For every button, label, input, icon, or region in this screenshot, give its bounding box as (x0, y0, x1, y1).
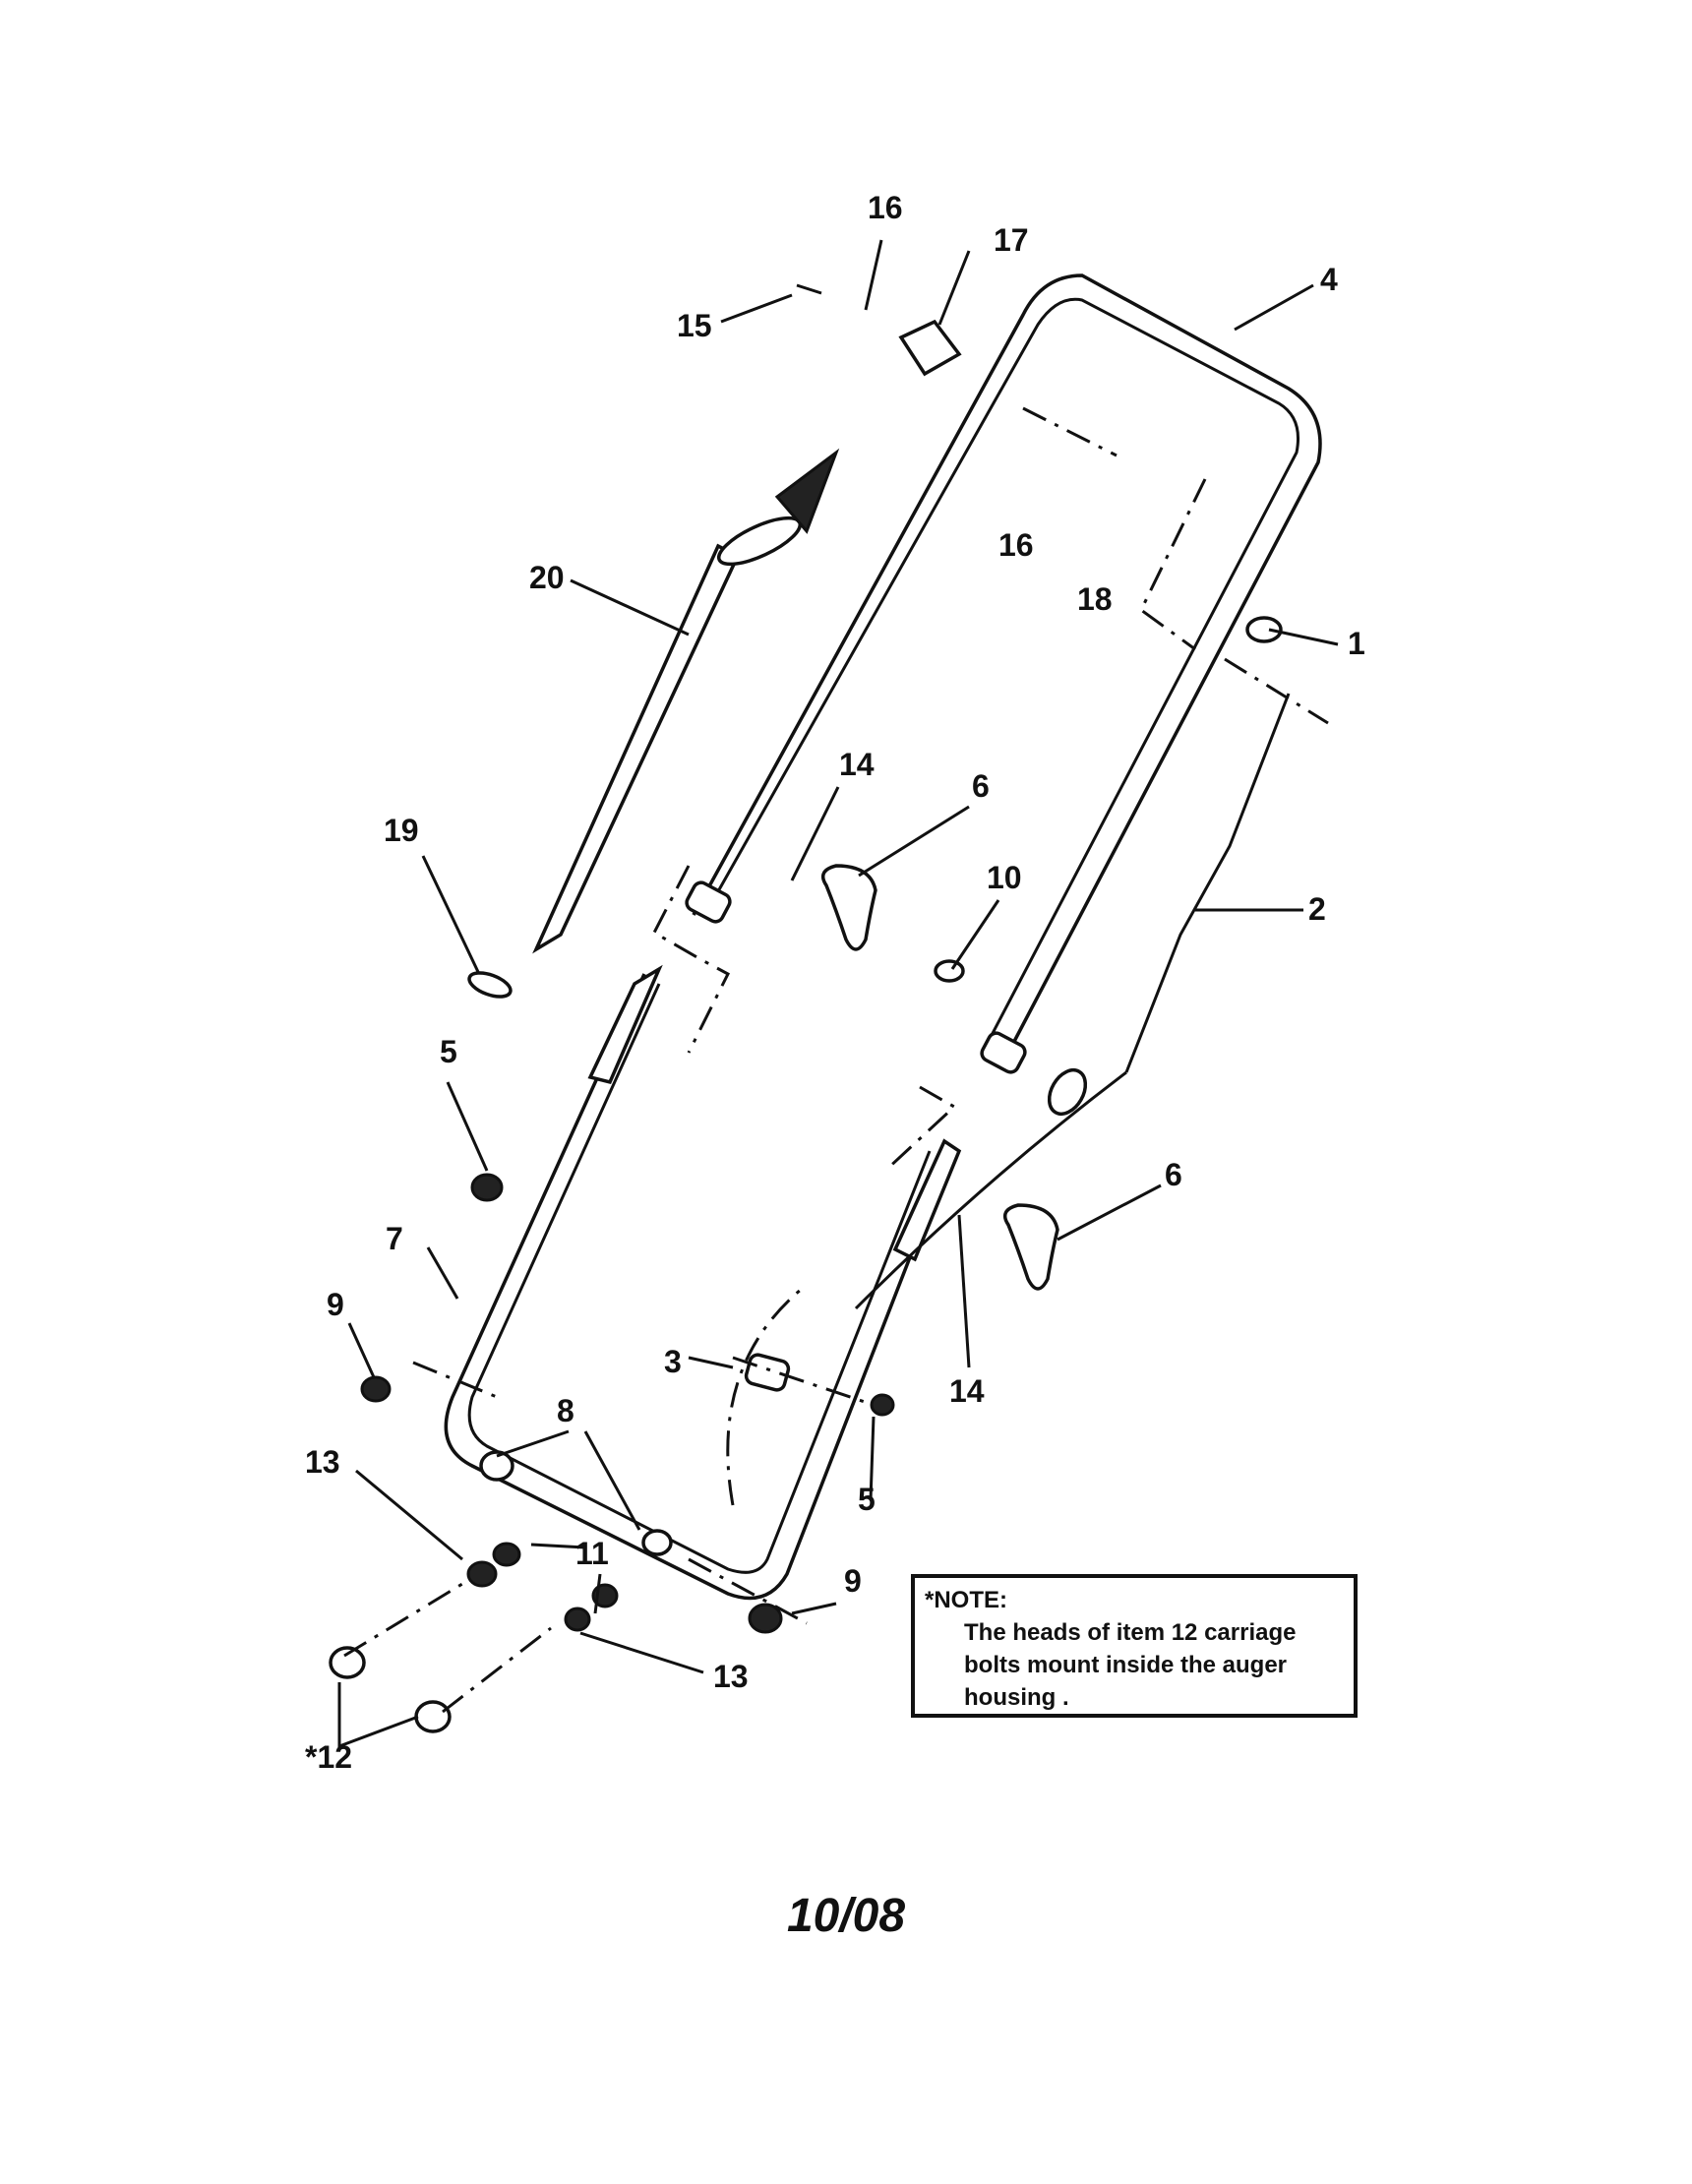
callout-6a: 6 (972, 768, 990, 804)
callout-15: 15 (677, 308, 712, 343)
callout-20: 20 (529, 560, 565, 595)
wing-knobs (820, 864, 1059, 1291)
note-line-3: housing . (964, 1684, 1069, 1711)
callout-6b: 6 (1165, 1157, 1182, 1192)
callout-1: 1 (1348, 626, 1365, 661)
control-cable (854, 693, 1291, 1310)
tube-assembly (532, 448, 840, 954)
callout-12: *12 (305, 1739, 352, 1775)
callout-3: 3 (664, 1344, 682, 1379)
callout-leaders (337, 239, 1339, 1749)
callout-9a: 9 (327, 1287, 344, 1322)
callout-16a: 16 (868, 190, 903, 225)
note-line-2: bolts mount inside the auger (964, 1652, 1288, 1678)
callout-labels: 1 2 3 4 5 5 6 6 7 8 9 9 10 11 *12 13 13 … (305, 190, 1365, 1775)
callout-10: 10 (987, 860, 1022, 895)
callout-13a: 13 (305, 1444, 340, 1480)
callout-11: 11 (575, 1536, 609, 1571)
lower-handle (444, 964, 962, 1601)
callout-9b: 9 (844, 1563, 862, 1599)
revision-date: 10/08 (786, 1890, 906, 1942)
callout-13b: 13 (713, 1659, 749, 1694)
note-title: *NOTE: (925, 1587, 1007, 1613)
callout-17: 17 (994, 222, 1029, 258)
assembly-dashes (343, 406, 1329, 1714)
callout-4: 4 (1320, 262, 1338, 297)
callout-16b: 16 (998, 527, 1034, 563)
callout-18: 18 (1077, 581, 1113, 617)
callout-14b: 14 (949, 1373, 985, 1409)
callout-5a: 5 (440, 1034, 457, 1069)
callout-5b: 5 (858, 1482, 876, 1517)
note-line-1: The heads of item 12 carriage (964, 1619, 1297, 1646)
note-box: *NOTE: The heads of item 12 carriage bol… (911, 1574, 1358, 1718)
callout-8: 8 (557, 1393, 574, 1428)
callout-7: 7 (386, 1221, 403, 1256)
callout-19: 19 (384, 813, 419, 848)
upper-handle (685, 273, 1322, 1074)
callout-14a: 14 (839, 747, 875, 782)
callout-2: 2 (1308, 891, 1326, 927)
